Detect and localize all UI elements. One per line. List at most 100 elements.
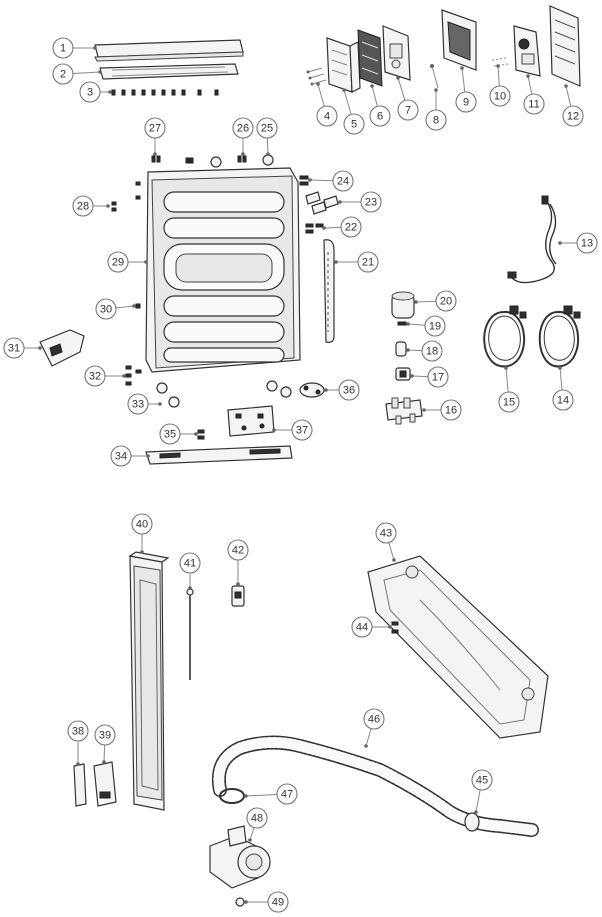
leader-dot-26 (241, 152, 245, 156)
screws-right (305, 223, 324, 234)
callout-number: 2 (60, 69, 66, 81)
callout-bubble-4 (316, 105, 338, 127)
screws-base (197, 429, 205, 440)
callout-bubble-48 (246, 807, 268, 829)
callout-number: 27 (149, 123, 161, 135)
leader-dot-15 (504, 366, 508, 370)
leader-dot-42 (236, 582, 240, 586)
callout-bubble-35 (159, 423, 181, 445)
leader-dot-6 (370, 84, 374, 88)
side-panel (128, 551, 170, 811)
screws-bottom-left (125, 365, 142, 386)
leader-dot-24 (308, 178, 312, 182)
callout-number: 29 (112, 257, 124, 269)
small-block (395, 367, 411, 381)
callout-bubble-36 (338, 379, 360, 401)
callout-number: 47 (281, 789, 293, 801)
screws-row (111, 89, 219, 96)
callout-number: 21 (362, 257, 374, 269)
screws-left (111, 181, 141, 212)
leader-line-48 (249, 827, 255, 841)
leader-line-11 (527, 75, 533, 95)
leader-line-19 (407, 323, 426, 326)
callout-bubble-21 (357, 251, 379, 273)
callout-bubble-6 (369, 105, 391, 127)
callout-number: 6 (377, 111, 383, 123)
display-frame (441, 9, 477, 71)
callout-number: 39 (99, 730, 111, 742)
callout-number: 3 (87, 87, 93, 99)
callout-number: 28 (77, 201, 89, 213)
leader-dot-11 (526, 74, 530, 78)
hinge-clips (305, 191, 339, 215)
leader-dot-34 (146, 454, 150, 458)
leader-line-4 (317, 83, 325, 107)
screw-side (135, 303, 141, 309)
leader-dot-13 (558, 241, 562, 245)
callout-number: 49 (272, 897, 284, 909)
callout-number: 32 (89, 371, 101, 383)
callout-bubble-37 (291, 419, 313, 441)
callout-bubble-44 (351, 616, 373, 638)
leader-dot-2 (98, 70, 102, 74)
leader-dot-17 (410, 374, 414, 378)
leader-dot-49 (244, 900, 248, 904)
callout-bubble-31 (3, 337, 25, 359)
callout-bubble-34 (110, 445, 132, 467)
leader-dot-28 (106, 204, 110, 208)
leader-line-20 (415, 300, 437, 303)
switch-assembly (513, 25, 541, 77)
callout-bubble-2 (52, 63, 74, 85)
pcb-box (326, 37, 361, 93)
leader-dot-16 (422, 408, 426, 412)
callout-bubble-17 (427, 366, 449, 388)
leader-dot-38 (76, 762, 80, 766)
leader-line-12 (565, 85, 572, 107)
leader-line-47 (245, 793, 278, 797)
callout-number: 37 (296, 425, 308, 437)
callout-bubble-29 (107, 251, 129, 273)
callout-bubble-25 (256, 117, 278, 139)
callout-number: 24 (337, 176, 349, 188)
callout-number: 30 (100, 304, 112, 316)
leader-line-15 (505, 367, 509, 393)
callout-number: 1 (60, 43, 66, 55)
callout-number: 26 (237, 123, 249, 135)
hinge-small (73, 763, 87, 807)
valve-assembly (385, 397, 423, 425)
wire-harness (507, 195, 557, 284)
callout-bubble-1 (52, 37, 74, 59)
leader-dot-21 (334, 260, 338, 264)
callout-number: 10 (494, 91, 506, 103)
leader-line-43 (388, 542, 395, 561)
leader-line-39 (103, 744, 106, 763)
hinge-large (93, 761, 117, 807)
callout-bubble-45 (471, 769, 493, 791)
screws-upper (299, 175, 309, 186)
callout-bubble-12 (562, 105, 584, 127)
callout-number: 4 (324, 111, 330, 123)
callout-bubble-27 (144, 117, 166, 139)
leader-dot-47 (244, 794, 248, 798)
leader-dot-29 (144, 260, 148, 264)
callout-number: 7 (405, 105, 411, 117)
screw-single (430, 64, 439, 89)
callout-bubble-26 (232, 117, 254, 139)
callout-number: 41 (184, 558, 196, 570)
leader-dot-30 (132, 304, 136, 308)
leader-dot-35 (194, 432, 198, 436)
callout-number: 40 (136, 519, 148, 531)
leader-line-2 (72, 71, 101, 74)
leader-line-6 (371, 85, 378, 107)
screws-small (306, 67, 327, 86)
callout-bubble-43 (375, 522, 397, 544)
callout-number: 18 (426, 346, 438, 358)
leader-line-45 (475, 789, 481, 813)
hose-clamp (464, 812, 480, 832)
leader-dot-40 (140, 550, 144, 554)
leader-dot-44 (388, 625, 392, 629)
leader-dot-41 (188, 586, 192, 590)
leader-dot-20 (414, 300, 418, 304)
